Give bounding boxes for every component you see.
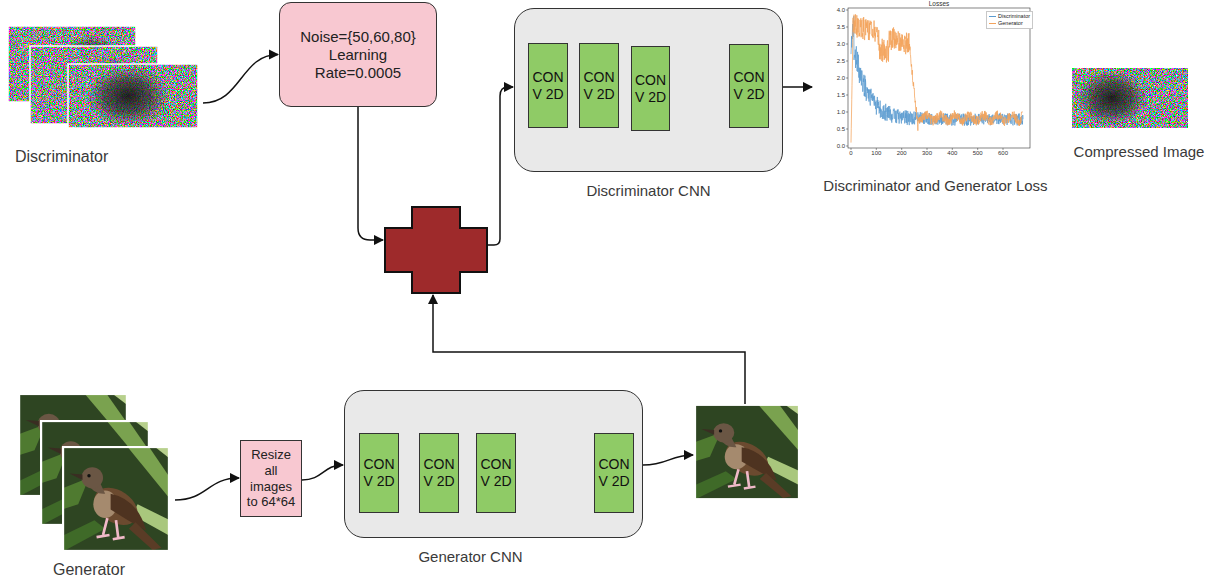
- image-stack: Discriminator: [8, 24, 203, 167]
- cnn-block: Generator CNNCON V 2DCON V 2DCON V 2DCON…: [344, 390, 643, 538]
- axis-tick: 2.5: [837, 58, 845, 64]
- legend-line: [989, 16, 996, 17]
- legend-text: Generator: [998, 20, 1023, 27]
- bird-image-stack: [18, 393, 170, 552]
- connector-arrow: [302, 465, 343, 480]
- axis-tick: 100: [871, 150, 881, 156]
- resize-box: Resize all images to 64*64: [240, 440, 302, 517]
- generated-image: [694, 404, 800, 500]
- block-title: Generator CNN: [322, 547, 619, 567]
- loss-plot: [846, 8, 1030, 150]
- noise-image-stack: [8, 26, 198, 128]
- conv-layer-box: CON V 2D: [579, 43, 619, 128]
- conv-layer-box: CON V 2D: [631, 46, 670, 131]
- conv-layer-box: CON V 2D: [594, 433, 634, 513]
- box-label: Noise={50,60,80} Learning Rate=0.0005: [294, 28, 422, 82]
- loss-chart: Discriminator and Generator Loss: [813, 0, 1058, 196]
- block-title: Discriminator CNN: [515, 181, 782, 201]
- connector-arrow: [783, 86, 812, 88]
- connector-arrow: [175, 478, 239, 500]
- caption-label: Compressed Image: [1074, 142, 1205, 162]
- box-label: Resize all images to 64*64: [244, 447, 299, 509]
- legend-text: Discriminator: [998, 13, 1030, 20]
- chart-title: Losses: [929, 0, 950, 7]
- layer-label: CON V 2D: [477, 456, 515, 490]
- layer-label: CON V 2D: [632, 72, 669, 106]
- legend-line: [989, 23, 996, 24]
- caption-label: Discriminator: [15, 147, 108, 167]
- output-image: Compressed Image: [1066, 66, 1212, 162]
- conv-layer-box: CON V 2D: [476, 433, 516, 513]
- layer-label: CON V 2D: [595, 456, 633, 490]
- axis-tick: 600: [998, 150, 1008, 156]
- axis-tick: 200: [897, 150, 907, 156]
- axis-tick: 400: [947, 150, 957, 156]
- conv-layer-box: CON V 2D: [729, 44, 769, 128]
- layer-label: CON V 2D: [420, 456, 458, 490]
- caption-label: Discriminator and Generator Loss: [823, 176, 1047, 196]
- axis-tick: 1.5: [837, 92, 845, 98]
- image-stack: Generator: [15, 390, 175, 580]
- axis-tick: 1.0: [837, 109, 845, 115]
- conv-layer-box: CON V 2D: [359, 433, 399, 513]
- axis-tick: 0: [849, 150, 852, 156]
- axis-tick: 2.0: [837, 75, 845, 81]
- legend-box: DiscriminatorGenerator: [986, 11, 1033, 29]
- connector-arrow: [203, 55, 278, 104]
- axis-tick: 3.0: [837, 41, 845, 47]
- plus-symbol: [385, 207, 487, 293]
- layer-label: CON V 2D: [360, 456, 398, 490]
- axis-tick: 500: [973, 150, 983, 156]
- conv-layer-box: CON V 2D: [419, 433, 459, 513]
- parameter-box: Noise={50,60,80} Learning Rate=0.0005: [279, 2, 437, 107]
- caption-label: Generator: [53, 560, 125, 580]
- conv-layer-box: CON V 2D: [528, 43, 568, 128]
- axis-tick: 4.0: [837, 7, 845, 13]
- axis-tick: 0.5: [837, 126, 845, 132]
- layer-label: CON V 2D: [529, 69, 567, 103]
- cnn-block: Discriminator CNNCON V 2DCON V 2DCON V 2…: [514, 8, 783, 172]
- layer-label: CON V 2D: [580, 69, 618, 103]
- layer-label: CON V 2D: [730, 69, 768, 103]
- axis-tick: 3.5: [837, 24, 845, 30]
- axis-tick: 300: [922, 150, 932, 156]
- compressed-image: [1072, 68, 1188, 128]
- axis-tick: 0.0: [837, 143, 845, 149]
